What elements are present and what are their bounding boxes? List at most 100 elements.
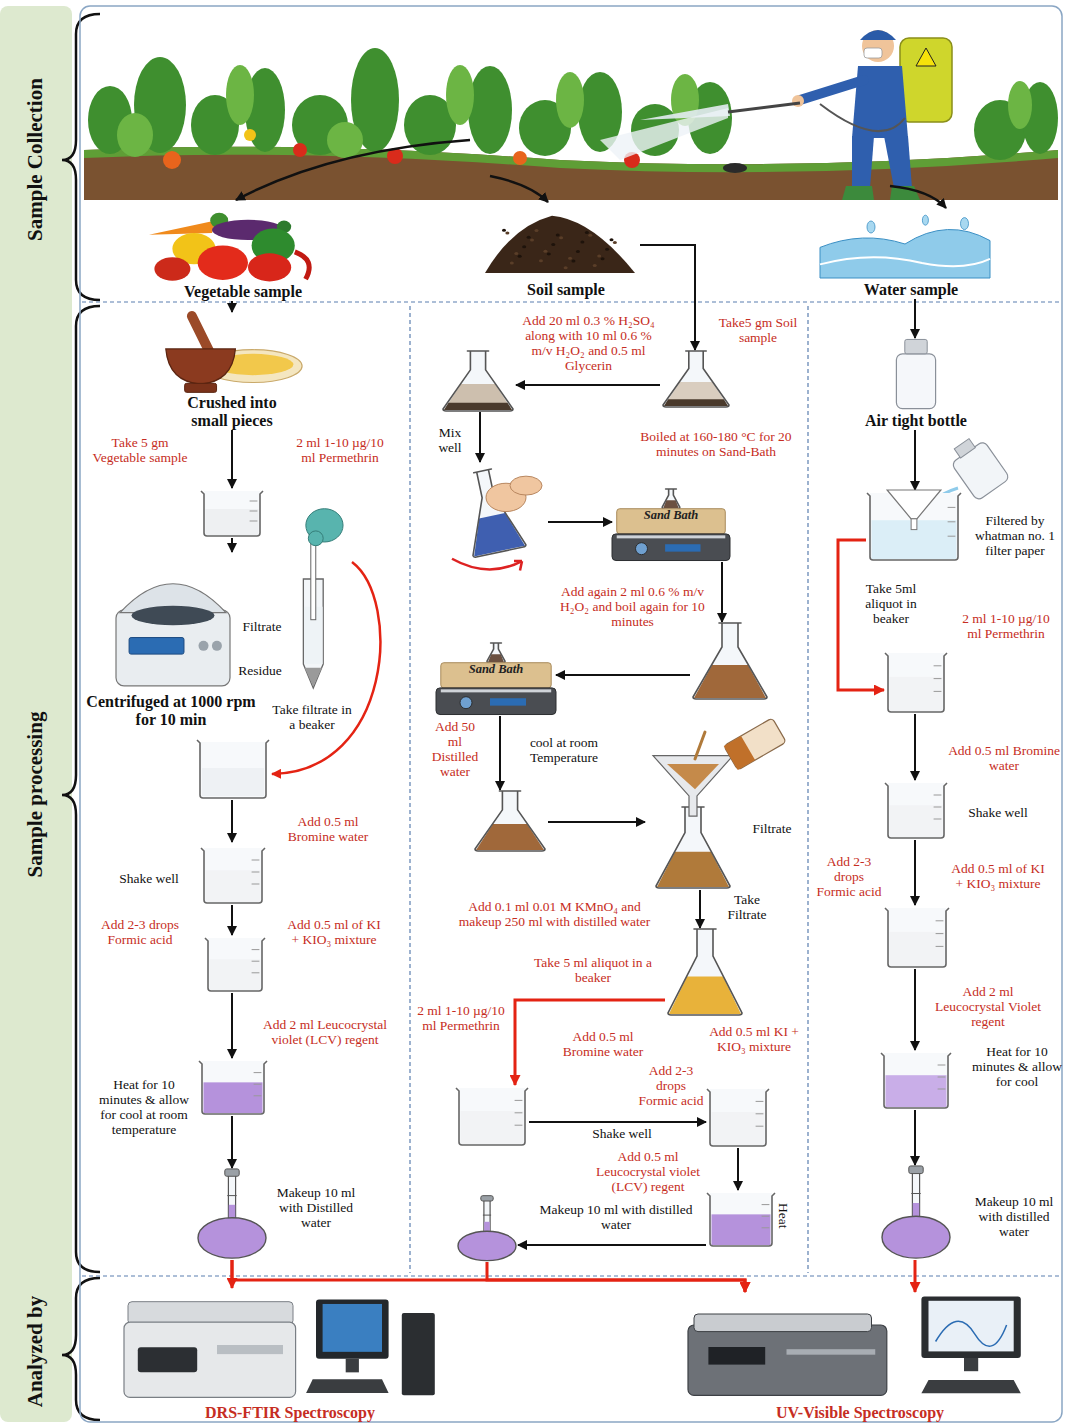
- step-note: 2 ml 1-10 µg/10 ml Permethrin: [416, 1004, 506, 1034]
- drawn-path: [884, 136, 912, 188]
- drawn-svg: [680, 1292, 1035, 1402]
- drawn-line: [686, 350, 706, 352]
- drawn-rect: [921, 1296, 1020, 1358]
- drawn-ellipse: [585, 231, 589, 234]
- step-caption: Centrifuged at 1000 rpm for 10 min: [78, 693, 264, 729]
- drawn-svg: [706, 1190, 776, 1248]
- beaker-figure: [884, 650, 948, 714]
- step-note: Sand Bath: [622, 508, 720, 522]
- drawn-g: [724, 718, 786, 770]
- drawn-ellipse: [556, 233, 560, 236]
- drawn-rect: [710, 1193, 772, 1246]
- drawn-ellipse: [1008, 81, 1032, 129]
- drawn-rect: [217, 1345, 283, 1354]
- drawn-line: [934, 691, 941, 692]
- drawn-ellipse: [961, 218, 969, 230]
- step-note: Add 0.5 ml Bromine water: [278, 815, 378, 845]
- drawn-line: [694, 928, 716, 930]
- drawn-path: [936, 1321, 1007, 1346]
- step-note: Add 0.5 ml of KI + KIO₃ mixture: [948, 862, 1048, 892]
- drawn-path: [693, 623, 767, 699]
- bottle-figure: [888, 338, 944, 410]
- process-step: UV-Visible Spectroscopy: [680, 1292, 1035, 1422]
- drawn-rect: [890, 932, 945, 966]
- drawn-path: [306, 1379, 389, 1393]
- drawn-rect: [402, 1313, 435, 1395]
- drawn-rect: [138, 1347, 197, 1372]
- step-caption: Crushed into small pieces: [172, 394, 292, 430]
- drawn-svg: [198, 1058, 268, 1116]
- drawn-rect: [128, 1302, 293, 1325]
- drawn-rect: [208, 938, 262, 991]
- drawn-ellipse: [132, 606, 215, 625]
- drawn-rect: [436, 688, 556, 715]
- flow-arrow: [487, 1262, 745, 1292]
- drawn-ellipse: [597, 254, 601, 257]
- drawn-rect: [708, 1347, 765, 1365]
- drawn-rect: [206, 509, 259, 535]
- drawn-ellipse: [308, 531, 323, 546]
- uv-figure: [680, 1292, 1035, 1402]
- drawn-line: [254, 1095, 261, 1096]
- drawn-rect: [441, 689, 551, 692]
- drawn-rect: [954, 439, 975, 458]
- drawn-path: [444, 403, 512, 410]
- drawn-svg: [880, 1050, 952, 1110]
- drawn-path: [444, 384, 512, 410]
- drawn-ellipse: [588, 234, 592, 237]
- drawn-line: [82, 301, 1060, 302]
- process-step: Vegetable sample: [140, 205, 333, 301]
- drawn-path: [664, 399, 728, 406]
- vflask-figure: [196, 1168, 268, 1260]
- step-note: Makeup 10 ml with distilled water: [972, 1195, 1056, 1240]
- process-step: Filtered by whatman no. 1 filter paper: [866, 490, 1064, 562]
- process-step: Add 2 ml Leucocrystal violet (LCV) regen…: [92, 1018, 400, 1138]
- drawn-line: [515, 1112, 522, 1113]
- drawn-svg: [448, 462, 548, 580]
- flow-arrow: [231, 301, 233, 312]
- flow-arrow: [231, 905, 233, 935]
- drawn-rect: [316, 1299, 389, 1358]
- drawn-rect: [787, 1349, 876, 1355]
- drawn-rect: [204, 848, 262, 903]
- step-note: Add 2-3 drops Formic acid: [814, 855, 884, 900]
- drawn-path: [653, 756, 733, 816]
- filterbeaker-figure: [866, 490, 962, 562]
- drawn-line: [936, 920, 943, 921]
- step-note: Add 50 ml Distilled water: [428, 720, 482, 779]
- drawn-line: [938, 1077, 945, 1078]
- drawn-svg: [884, 905, 950, 969]
- flow-arrow: [231, 430, 233, 488]
- drawn-line: [762, 1204, 769, 1205]
- process-step: Filtrate: [645, 722, 800, 890]
- flow-arrow: [518, 1244, 706, 1246]
- flow-arrow: [914, 840, 916, 905]
- drawn-rect: [911, 519, 917, 530]
- step-note: Residue: [234, 664, 286, 679]
- flow-arrow: [515, 1000, 665, 1085]
- drawn-path: [852, 136, 874, 188]
- drawn-path: [236, 140, 470, 200]
- drawn-line: [474, 469, 492, 473]
- step-note: Add 0.5 ml Bromine water: [944, 744, 1064, 774]
- drawn-line: [250, 521, 257, 522]
- drawn-path: [490, 176, 548, 202]
- beaker-figure: [200, 845, 266, 905]
- step-note: Take filtrate in a beaker: [272, 703, 352, 733]
- drawn-path: [657, 852, 729, 887]
- drawn-ellipse: [922, 215, 928, 225]
- drawn-path: [656, 807, 730, 888]
- step-note: Take5 gm Soil sample: [718, 316, 798, 346]
- drawn-rect: [323, 1304, 382, 1352]
- drawn-line: [252, 961, 259, 962]
- drawn-path: [820, 257, 990, 266]
- drawn-line: [252, 872, 259, 873]
- drawn-g: [945, 432, 1010, 501]
- flow-arrow: [914, 430, 916, 490]
- process-step: 2 ml 1-10 µg/10 ml PermethrinAdd 0.5 ml …: [416, 1004, 658, 1147]
- drawn-rect: [617, 535, 726, 538]
- drawn-ellipse: [514, 252, 518, 255]
- drawn-line: [250, 511, 257, 512]
- drawn-line: [934, 795, 941, 796]
- drawn-ellipse: [556, 72, 584, 128]
